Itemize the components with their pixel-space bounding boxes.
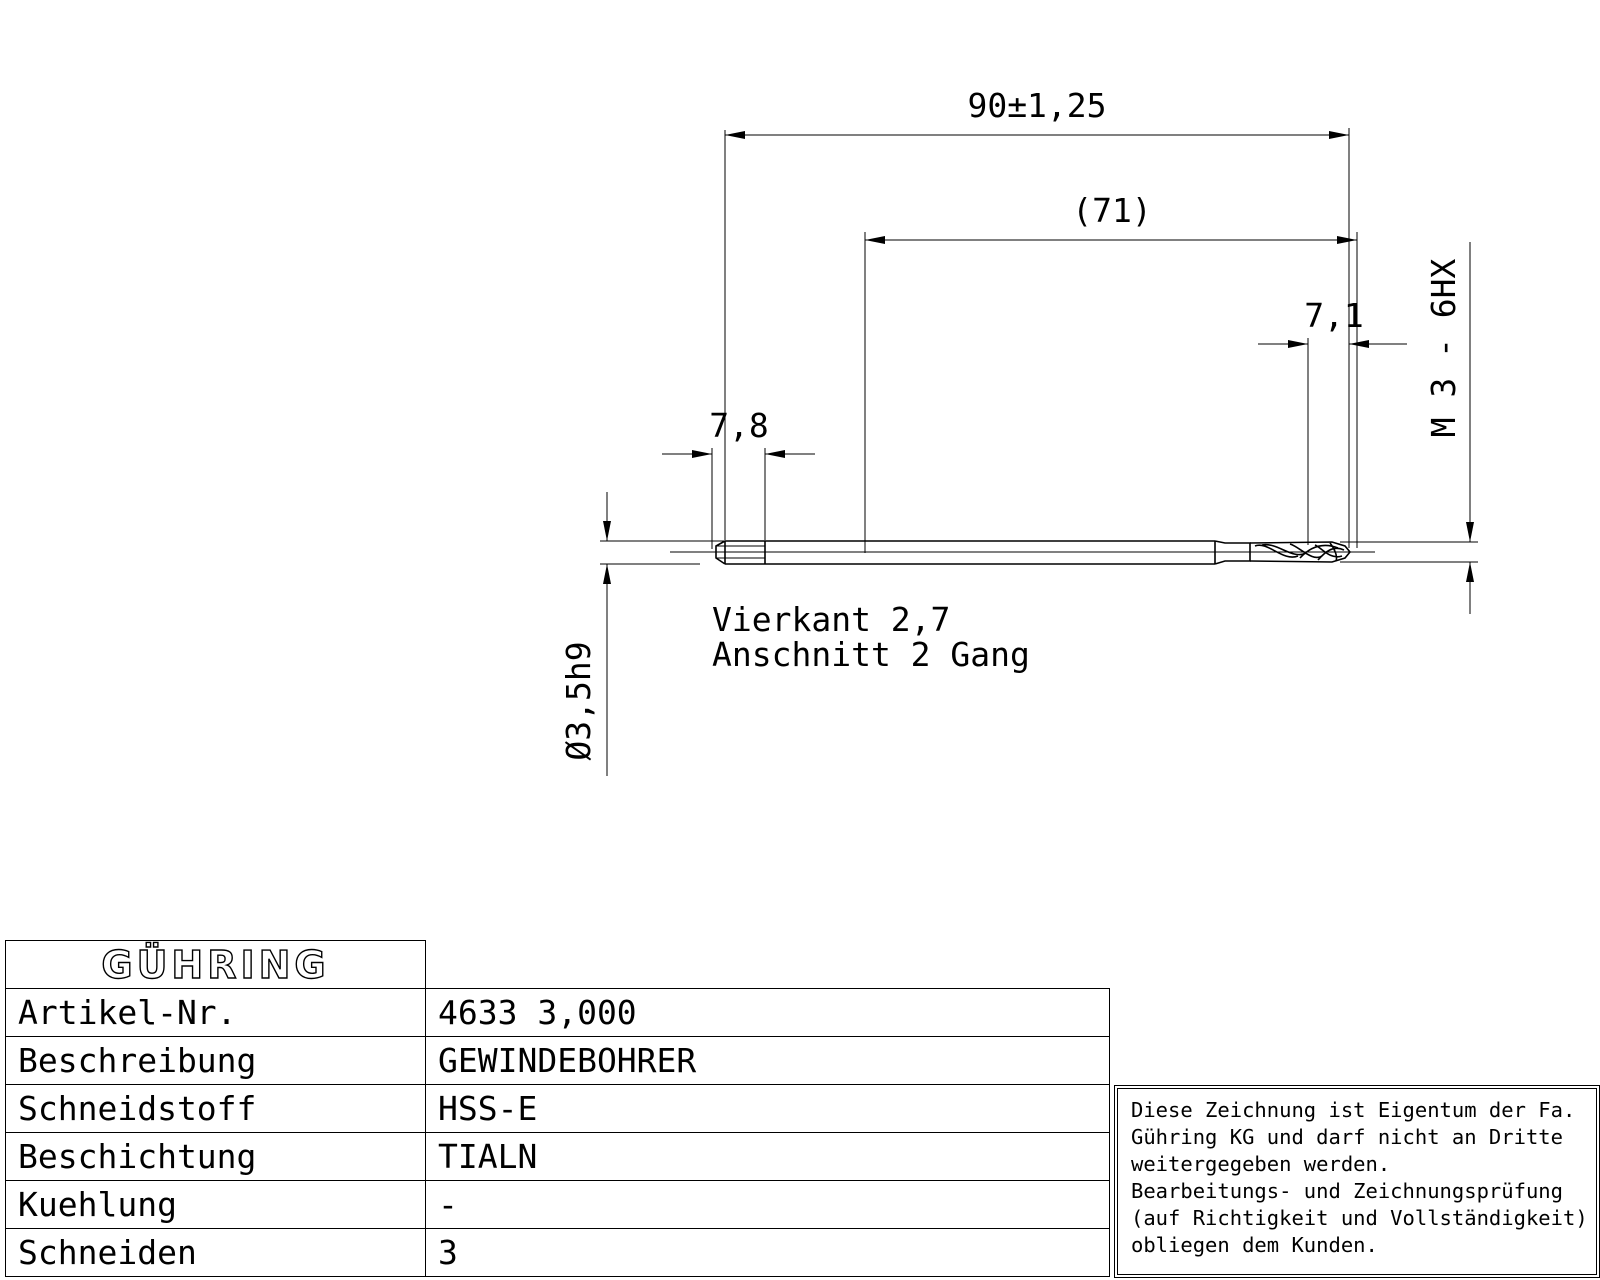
row-value: 3 [425,1228,1110,1277]
dim-overall-label: 90±1,25 [967,86,1106,125]
row-label: Beschichtung [5,1132,426,1181]
disclaimer-text: Diese Zeichnung ist Eigentum der Fa. Güh… [1117,1088,1597,1275]
dim-overall-length [724,128,1350,548]
table-row: Beschreibung GEWINDEBOHRER [5,1036,1110,1085]
row-label: Kuehlung [5,1180,426,1229]
disclaimer-line: obliegen dem Kunden. [1131,1233,1378,1257]
table-row: Artikel-Nr. 4633 3,000 [5,988,1110,1037]
row-label: Schneidstoff [5,1084,426,1133]
row-value: 4633 3,000 [425,988,1110,1037]
disclaimer-line: (auf Richtigkeit und Vollständigkeit) [1131,1206,1588,1230]
disclaimer-box: Diese Zeichnung ist Eigentum der Fa. Güh… [1114,1085,1600,1278]
disclaimer-line: Diese Zeichnung ist Eigentum der Fa. [1131,1098,1576,1122]
logo-row: GÜHRING [5,940,1110,989]
row-value: GEWINDEBOHRER [425,1036,1110,1085]
disclaimer-line: Gühring KG und darf nicht an Dritte [1131,1125,1563,1149]
row-value: HSS-E [425,1084,1110,1133]
thread-spec-label: M 3 - 6HX [1424,258,1463,437]
dim-shank-diameter [600,492,765,776]
note-chamfer: Anschnitt 2 Gang [712,635,1030,674]
table-row: Kuehlung - [5,1180,1110,1229]
dim-reference-label: (71) [1072,191,1151,230]
table-row: Schneiden 3 [5,1228,1110,1277]
dim-reference-length [864,232,1358,553]
row-label: Schneiden [5,1228,426,1277]
spec-table: GÜHRING Artikel-Nr. 4633 3,000 Beschreib… [5,940,1110,1277]
guehring-logo: GÜHRING [101,942,330,987]
row-value: TIALN [425,1132,1110,1181]
dim-square-length [662,448,815,549]
table-row: Beschichtung TIALN [5,1132,1110,1181]
dim-thread-diameter [1340,242,1478,614]
title-block: GÜHRING Artikel-Nr. 4633 3,000 Beschreib… [5,940,1110,1277]
shank-diameter-label: Ø3,5h9 [559,641,598,760]
dim-thread-label: 7,1 [1304,296,1364,335]
empty-cell [425,940,1110,989]
table-row: Schneidstoff HSS-E [5,1084,1110,1133]
note-square-size: Vierkant 2,7 [712,600,950,639]
row-label: Beschreibung [5,1036,426,1085]
row-value: - [425,1180,1110,1229]
row-label: Artikel-Nr. [5,988,426,1037]
dim-square-label: 7,8 [709,406,769,445]
tap-outline [670,540,1375,565]
disclaimer-line: weitergegeben werden. [1131,1152,1391,1176]
disclaimer-line: Bearbeitungs- und Zeichnungsprüfung [1131,1179,1563,1203]
dim-thread-length [1258,338,1407,545]
logo-cell: GÜHRING [5,940,426,989]
